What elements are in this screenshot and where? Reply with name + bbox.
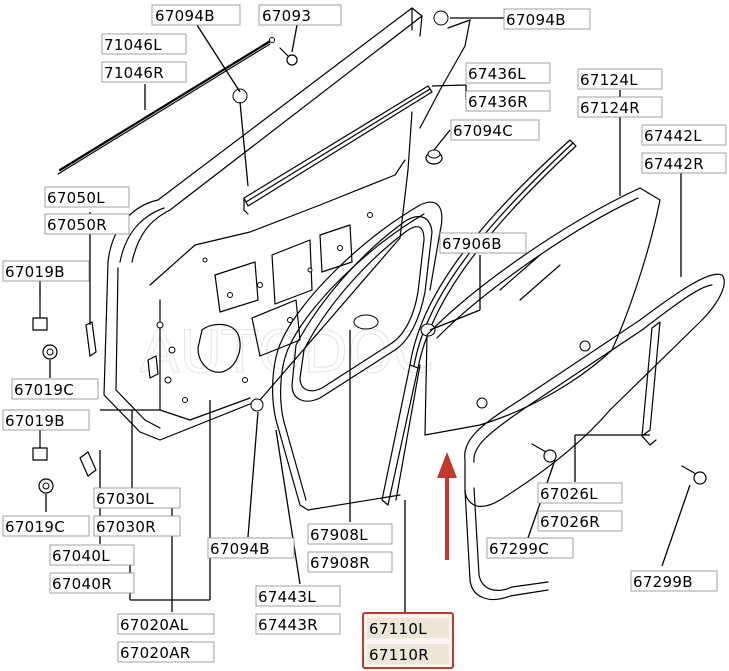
label-67093: 67093 xyxy=(262,7,311,25)
label-67908r: 67908R xyxy=(310,554,370,572)
bolt-67019c-lower-drawing xyxy=(38,478,54,494)
label-67094b-top: 67094B xyxy=(155,7,215,25)
label-67094b-low: 67094B xyxy=(210,540,270,558)
label-67019b-upper: 67019B xyxy=(5,263,65,281)
grommet-67094c-drawing xyxy=(425,149,443,165)
label-67020ar: 67020AR xyxy=(120,644,191,662)
label-67110l: 67110L xyxy=(369,620,427,638)
bolt-67019c-upper-drawing xyxy=(42,344,58,360)
label-67030l: 67030L xyxy=(96,490,154,508)
bolt-67299c-drawing xyxy=(531,443,557,463)
label-67442r: 67442R xyxy=(644,155,704,173)
inner-weatherstrip-drawing xyxy=(243,85,433,215)
label-67299b: 67299B xyxy=(633,573,693,591)
label-67906b: 67906B xyxy=(442,235,502,253)
label-67040l: 67040L xyxy=(52,547,110,565)
label-71046l: 71046L xyxy=(104,36,162,54)
label-71046r: 71046R xyxy=(104,64,164,82)
bolt-67299b-drawing xyxy=(681,465,707,485)
label-67019c-lower: 67019C xyxy=(5,518,65,536)
glass-run-channel-drawing xyxy=(381,139,577,506)
bolt-67019b-upper-drawing xyxy=(32,299,48,331)
label-67026l: 67026L xyxy=(540,485,598,503)
label-67442l: 67442L xyxy=(644,127,702,145)
label-67026r: 67026R xyxy=(540,513,600,531)
label-67030r: 67030R xyxy=(96,518,156,536)
label-67094c: 67094C xyxy=(453,122,513,140)
part-labels: 67094B 67093 67094B 71046L 71046R 67436L… xyxy=(2,4,727,669)
screw-67093-drawing xyxy=(279,47,298,66)
label-67019c-upper: 67019C xyxy=(14,381,74,399)
door-glass-drawing xyxy=(424,187,661,436)
label-67443l: 67443L xyxy=(258,588,316,606)
label-67908l: 67908L xyxy=(310,526,368,544)
label-67299c: 67299C xyxy=(489,540,549,558)
label-67050r: 67050R xyxy=(47,216,107,234)
division-bar-drawing xyxy=(641,321,661,446)
glass-weatherstrip-drawing xyxy=(464,273,725,601)
label-67436r: 67436R xyxy=(468,93,528,111)
belt-moulding-drawing xyxy=(57,37,275,175)
label-67050l: 67050L xyxy=(47,189,105,207)
label-67094b-right: 67094B xyxy=(506,11,566,29)
label-67443r: 67443R xyxy=(258,616,318,634)
label-67436l: 67436L xyxy=(468,65,526,83)
highlight-arrow xyxy=(437,452,457,560)
label-67124r: 67124R xyxy=(580,99,640,117)
label-67019b-lower: 67019B xyxy=(5,412,65,430)
label-67110r: 67110R xyxy=(369,646,429,664)
plug-67094b-low-drawing xyxy=(250,398,264,412)
door-opening-trim-drawing xyxy=(291,216,433,402)
plug-67094b-right-drawing xyxy=(433,10,449,26)
label-67124l: 67124L xyxy=(580,71,638,89)
label-67040r: 67040R xyxy=(52,575,112,593)
door-weatherstrip-67443-drawing xyxy=(272,201,443,511)
label-67020al: 67020AL xyxy=(120,616,189,634)
bolt-67019b-lower-drawing xyxy=(32,431,48,461)
